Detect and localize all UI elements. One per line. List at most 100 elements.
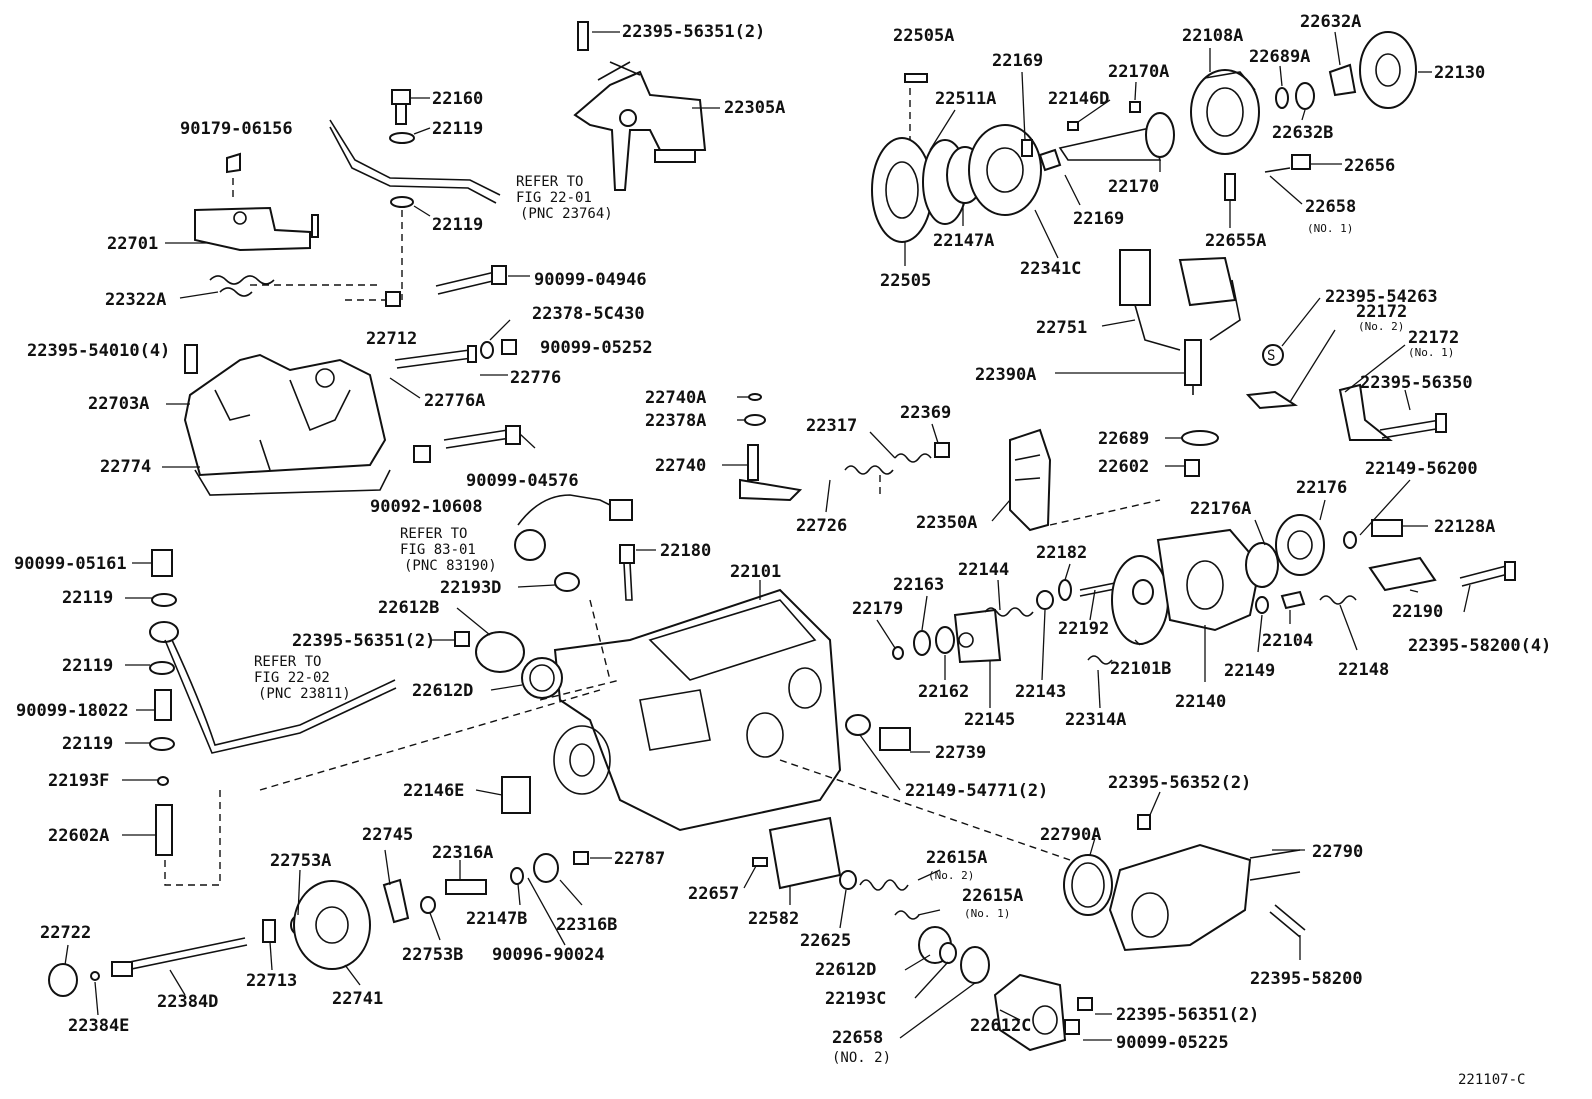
label-22176: 22176 — [1296, 478, 1347, 498]
label-22726: 22726 — [796, 516, 847, 536]
part-22602-nut — [1184, 459, 1200, 477]
label-90099-18022: 90099-18022 — [16, 701, 129, 721]
label-22169: 22169 — [1073, 209, 1124, 229]
label-22145: 22145 — [964, 710, 1015, 730]
label-22193D: 22193D — [440, 578, 501, 598]
label-22787: 22787 — [614, 849, 665, 869]
ref-note-line1: REFER TO — [254, 654, 321, 670]
label-22193C: 22193C — [825, 989, 886, 1009]
label-90092-10608: 90092-10608 — [370, 497, 483, 517]
label-22163: 22163 — [893, 575, 944, 595]
label-22615A: 22615A — [926, 848, 987, 868]
sublabel-no2: (No. 2) — [928, 869, 974, 882]
label-22169: 22169 — [992, 51, 1043, 71]
label-22395-54010: 22395-54010(4) — [27, 341, 170, 361]
label-22776A: 22776A — [424, 391, 485, 411]
part-22101-pump-body — [259, 588, 1071, 861]
label-22602: 22602 — [1098, 457, 1149, 477]
label-22147A: 22147A — [933, 231, 994, 251]
label-22101: 22101 — [730, 562, 781, 582]
label-22505A: 22505A — [893, 26, 954, 46]
label-22612D: 22612D — [815, 960, 876, 980]
ref-note-line3: (PNC 83190) — [404, 558, 497, 574]
part-22790-timer — [1063, 814, 1306, 952]
label-22612B: 22612B — [378, 598, 439, 618]
reference-notes: REFER TO FIG 22-01 (PNC 23764) REFER TO … — [254, 174, 613, 702]
sublabel-no1: (No. 1) — [964, 907, 1010, 920]
part-22689-oring — [1181, 430, 1219, 446]
label-22119: 22119 — [432, 119, 483, 139]
part-22350A-lever — [1009, 428, 1161, 532]
label-22147B: 22147B — [466, 909, 527, 929]
label-22104: 22104 — [1262, 631, 1313, 651]
part-22741-gear-group — [48, 776, 589, 997]
label-22395-56352: 22395-56352(2) — [1108, 773, 1251, 793]
label-22656: 22656 — [1344, 156, 1395, 176]
label-22703A: 22703A — [88, 394, 149, 414]
label-22722: 22722 — [40, 923, 91, 943]
label-22745: 22745 — [362, 825, 413, 845]
label-22655A: 22655A — [1205, 231, 1266, 251]
sublabel-no1: (NO. 1) — [1307, 222, 1353, 235]
snap-ring-s-icon: S — [1267, 348, 1275, 364]
label-22582: 22582 — [748, 909, 799, 929]
label-22395-58200-4: 22395-58200(4) — [1408, 636, 1551, 656]
sublabel-no1: (No. 1) — [1408, 346, 1454, 359]
label-22395-56351-mid: 22395-56351(2) — [292, 631, 435, 651]
label-22182: 22182 — [1036, 543, 1087, 563]
label-22511A: 22511A — [935, 89, 996, 109]
label-22774: 22774 — [100, 457, 151, 477]
label-22625: 22625 — [800, 931, 851, 951]
label-22753B: 22753B — [402, 945, 463, 965]
label-22751: 22751 — [1036, 318, 1087, 338]
ref-note-line2: FIG 83-01 — [400, 542, 476, 558]
part-22740-lever-springs — [739, 393, 950, 502]
label-22390A: 22390A — [975, 365, 1036, 385]
part-22172-brackets: S — [1245, 344, 1447, 441]
label-22322A: 22322A — [105, 290, 166, 310]
label-22776: 22776 — [510, 368, 561, 388]
part-bolts-upper-mid — [385, 265, 521, 463]
part-22612C-cover — [993, 973, 1093, 1052]
label-90179-06156: 90179-06156 — [180, 119, 293, 139]
label-90099-05225: 90099-05225 — [1116, 1033, 1229, 1053]
part-22612B-cover — [454, 631, 563, 699]
part-22701-bracket — [194, 152, 319, 252]
label-22378A: 22378A — [645, 411, 706, 431]
label-22149-56200: 22149-56200 — [1365, 459, 1478, 479]
label-22192: 22192 — [1058, 619, 1109, 639]
label-22179: 22179 — [852, 599, 903, 619]
label-22395-56350: 22395-56350 — [1360, 373, 1473, 393]
label-22190: 22190 — [1392, 602, 1443, 622]
label-22395-54263: 22395-54263 — [1325, 287, 1438, 307]
ref-note-line1: REFER TO — [516, 174, 583, 190]
label-22172: 22172 — [1356, 302, 1407, 322]
label-22378-5C430: 22378-5C430 — [532, 304, 645, 324]
label-90096-90024: 90096-90024 — [492, 945, 605, 965]
label-22143: 22143 — [1015, 682, 1066, 702]
part-22170-shaft — [1058, 101, 1175, 161]
label-22790A: 22790A — [1040, 825, 1101, 845]
label-22317: 22317 — [806, 416, 857, 436]
part-left-fuel-pipe — [149, 549, 397, 886]
part-22751-harness — [1119, 249, 1241, 395]
label-22753A: 22753A — [270, 851, 331, 871]
label-90099-04576: 90099-04576 — [466, 471, 579, 491]
label-22146E: 22146E — [403, 781, 464, 801]
part-22108A-housing — [1190, 31, 1417, 201]
label-22172: 22172 — [1408, 328, 1459, 348]
label-22341C: 22341C — [1020, 259, 1081, 279]
label-22689: 22689 — [1098, 429, 1149, 449]
label-22176A: 22176A — [1190, 499, 1251, 519]
label-22701: 22701 — [107, 234, 158, 254]
part-22160-22119-pipe — [329, 89, 501, 300]
sublabel-no2: (No. 2) — [1358, 320, 1404, 333]
label-22350A: 22350A — [916, 513, 977, 533]
label-22119: 22119 — [62, 656, 113, 676]
label-22170: 22170 — [1108, 177, 1159, 197]
label-22658: 22658 — [832, 1028, 883, 1048]
part-22140-head-group — [892, 514, 1516, 665]
label-22119: 22119 — [62, 734, 113, 754]
label-22658: 22658 — [1305, 197, 1356, 217]
